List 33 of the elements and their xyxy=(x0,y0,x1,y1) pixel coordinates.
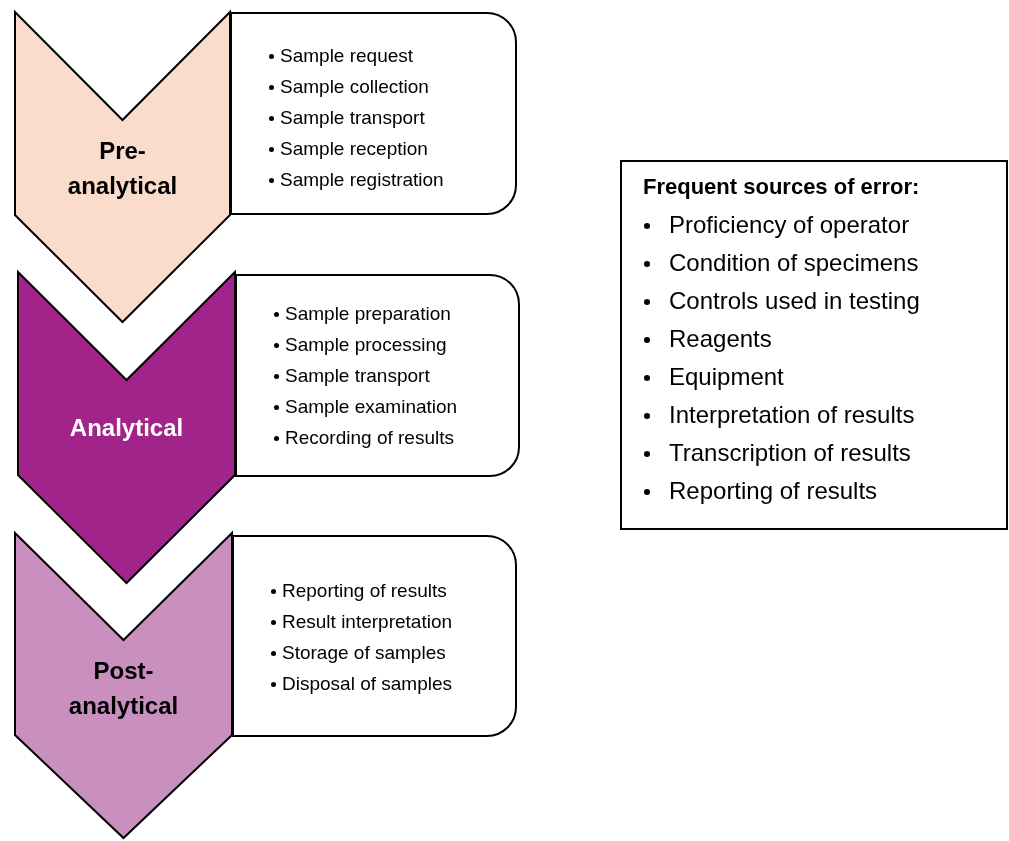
list-item: Result interpretation xyxy=(270,606,515,637)
info-panel xyxy=(620,160,1008,530)
list-item: Disposal of samples xyxy=(270,668,515,699)
stage-banner xyxy=(15,533,232,838)
stage-banner xyxy=(15,12,230,322)
stage-label: Post-analytical xyxy=(67,655,180,721)
list-item: Sample processing xyxy=(273,329,518,360)
list-item: Sample transport xyxy=(273,360,518,391)
panel-heading: Frequent sources of error: xyxy=(643,173,921,201)
list-item: Recording of results xyxy=(273,422,518,453)
list-item: Controls used in testing xyxy=(642,282,1006,320)
list-item: Sample preparation xyxy=(273,298,518,329)
text-box xyxy=(232,535,517,737)
list-item: Sample transport xyxy=(268,102,515,133)
stage-label: Pre-analytical xyxy=(66,135,179,201)
list-item: Sample collection xyxy=(268,71,515,102)
list-item: Storage of samples xyxy=(270,637,515,668)
list-item: Sample request xyxy=(268,40,515,71)
list-item: Condition of specimens xyxy=(642,244,1006,282)
stage-banner xyxy=(18,272,235,583)
stage-label: Analytical xyxy=(68,413,185,443)
list-item: Sample examination xyxy=(273,391,518,422)
list-item: Reporting of results xyxy=(270,575,515,606)
list-item: Reagents xyxy=(642,320,1006,358)
text-box xyxy=(235,274,520,477)
text-box xyxy=(230,12,517,215)
list-item: Transcription of results xyxy=(642,434,1006,472)
list-item: Interpretation of results xyxy=(642,396,1006,434)
list-item: Proficiency of operator xyxy=(642,206,1006,244)
list-item: Sample registration xyxy=(268,164,515,195)
list-item: Equipment xyxy=(642,358,1006,396)
list-item: Reporting of results xyxy=(642,472,1006,510)
list-item: Sample reception xyxy=(268,133,515,164)
